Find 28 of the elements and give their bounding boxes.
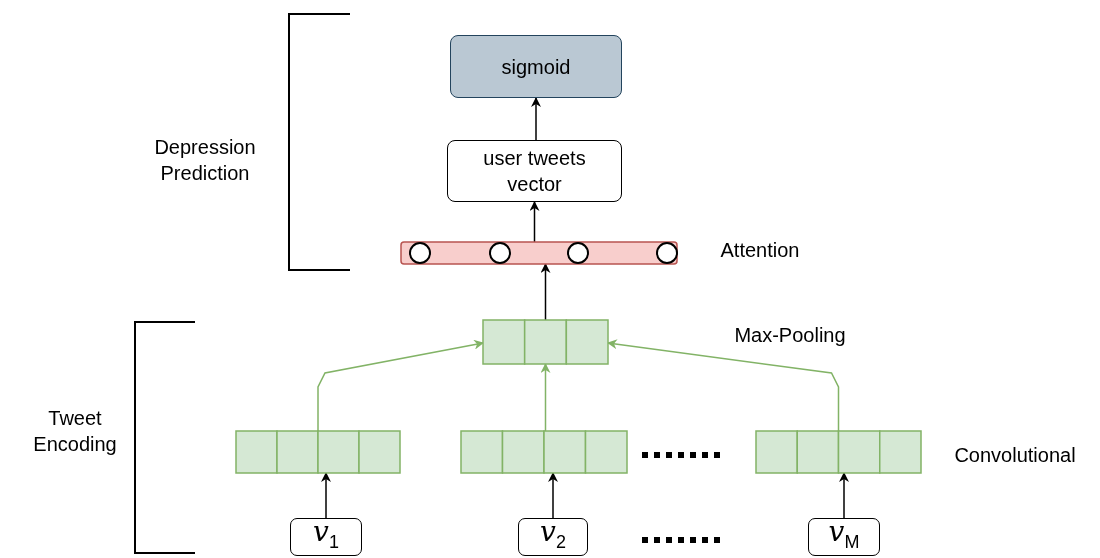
section-label: Convolutional <box>953 443 1077 468</box>
section-label: Max-Pooling <box>733 323 847 348</box>
section-label: Tweet Encoding <box>32 406 118 457</box>
input-box <box>290 518 362 556</box>
attention-bar <box>401 242 677 264</box>
input-vector-label: v$_{2}$ <box>540 519 566 554</box>
arrow <box>321 472 331 519</box>
section-label: Attention <box>719 238 801 263</box>
vector-cells <box>483 320 608 364</box>
arrow <box>317 339 484 432</box>
node-label: sigmoid <box>501 54 571 80</box>
vector-box <box>447 140 622 202</box>
arrow <box>529 201 540 243</box>
vector-cells <box>756 431 921 473</box>
arrow <box>548 472 558 519</box>
vector-cells <box>461 431 627 473</box>
input-vector-label: v$_{1}$ <box>313 519 339 554</box>
input-box <box>518 518 588 556</box>
output-box <box>450 35 622 98</box>
arrow <box>531 97 541 141</box>
arrow <box>540 263 551 321</box>
arrow <box>540 363 551 432</box>
input-box <box>808 518 880 556</box>
vector-cells <box>236 431 400 473</box>
node-label: user tweets vector <box>482 146 587 197</box>
section-label: Depression Prediction <box>153 135 257 186</box>
input-vector-label: v$_{M}$ <box>828 519 860 554</box>
arrow <box>839 472 849 519</box>
